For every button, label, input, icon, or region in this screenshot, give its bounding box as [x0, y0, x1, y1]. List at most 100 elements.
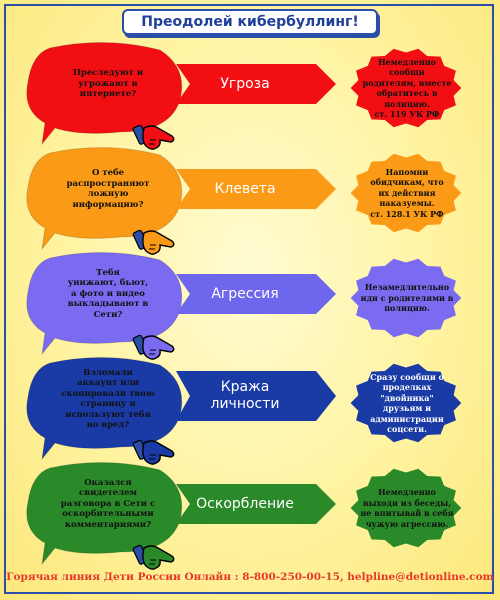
action-label: Угроза — [180, 76, 310, 93]
bubble-shape — [26, 251, 183, 356]
text-line: выходи из беседы, — [362, 497, 452, 508]
question-bubble — [26, 251, 183, 356]
text-line: родителям, вместе — [362, 77, 452, 88]
page-title: Преодолей кибербуллинг! — [122, 9, 378, 35]
text-line: ст. 119 УК РФ — [374, 109, 440, 119]
question-bubble — [26, 146, 183, 251]
arrow-shape — [176, 484, 336, 524]
advice-bubble — [350, 153, 462, 233]
arrow-shape — [176, 371, 336, 421]
text-line: проделках — [382, 382, 432, 392]
text-line: выкладывают в — [67, 299, 149, 310]
advice-shape — [350, 258, 462, 338]
text-line: интернете? — [79, 89, 137, 100]
text-line: "двойника" — [380, 392, 434, 403]
text-line: администрации — [370, 413, 444, 424]
text-line: Клевета — [214, 181, 276, 197]
hotline-footer: Горячая линия Дети России Онлайн : 8-800… — [6, 571, 494, 583]
text-line: скопировали твою — [61, 388, 155, 399]
text-line: полицию. — [384, 98, 430, 109]
question-bubble — [26, 41, 183, 146]
text-line: обратитесь в — [376, 88, 438, 98]
arrow-shape — [176, 169, 336, 209]
text-line: Оскорбление — [196, 496, 294, 512]
text-line: их действия — [378, 187, 436, 198]
page-frame — [4, 4, 494, 594]
text-line: во вред? — [86, 420, 130, 430]
text-line: соцсети. — [387, 424, 427, 434]
arrow-shape — [176, 274, 336, 314]
text-line: угрожают в — [78, 78, 138, 89]
text-line: Немедленно — [378, 56, 436, 67]
text-line: оскорбительными — [62, 509, 154, 520]
advice-shape — [350, 153, 462, 233]
text-line: ложную — [87, 189, 129, 199]
text-line: иди с родителями в — [360, 292, 454, 303]
text-line: информацию? — [72, 199, 144, 210]
text-line: используют тебя — [65, 409, 151, 420]
text-line: Незамедлительно — [364, 282, 450, 293]
text-line: ст. 128.1 УК РФ — [370, 208, 444, 219]
action-arrow — [176, 169, 336, 209]
text-line: разговора в Сети с — [60, 498, 156, 509]
action-arrow — [176, 274, 336, 314]
bubble-shape — [26, 461, 183, 566]
text-line: полицию. — [384, 303, 430, 314]
pointing-hand-icon — [132, 544, 175, 570]
bubble-shape — [26, 41, 183, 146]
text-line: страницу и — [80, 399, 136, 409]
question-bubble — [26, 356, 183, 461]
text-line: унижают, бьют, — [67, 278, 149, 289]
text-line: не впитывай в себя — [360, 508, 454, 518]
pointing-hand-icon — [132, 229, 175, 255]
text-line: Немедленно — [378, 487, 436, 497]
action-label: Оскорбление — [180, 496, 310, 513]
action-arrow — [176, 371, 336, 421]
action-label: Агрессия — [180, 286, 310, 303]
text-line: распространяют — [66, 178, 150, 189]
text-line: Преследуют и — [72, 68, 144, 79]
text-line: личности — [210, 396, 280, 412]
action-arrow — [176, 484, 336, 524]
advice-shape — [350, 468, 462, 548]
arrow-shape — [176, 64, 336, 104]
bubble-shape — [26, 146, 183, 251]
text-line: Агрессия — [211, 286, 279, 302]
pointing-hand-icon — [132, 334, 175, 360]
advice-bubble — [350, 258, 462, 338]
text-line: чужую агрессию. — [365, 518, 449, 529]
text-line: комментариями? — [64, 519, 152, 530]
advice-shape — [350, 48, 462, 128]
text-line: наказуемы. — [379, 198, 435, 209]
advice-bubble — [350, 468, 462, 548]
text-line: Оказался — [84, 477, 132, 488]
text-line: а фото и видео — [71, 288, 145, 299]
pointing-hand-icon — [132, 124, 175, 150]
text-line: Сети? — [93, 309, 123, 320]
text-line: сообщи — [389, 67, 425, 77]
pointing-hand-icon — [132, 439, 175, 465]
text-line: Взломали — [83, 367, 133, 378]
advice-bubble — [350, 363, 462, 443]
bubble-shape — [26, 356, 183, 461]
advice-bubble — [350, 48, 462, 128]
text-line: обидчикам, что — [370, 177, 444, 188]
question-bubble — [26, 461, 183, 566]
